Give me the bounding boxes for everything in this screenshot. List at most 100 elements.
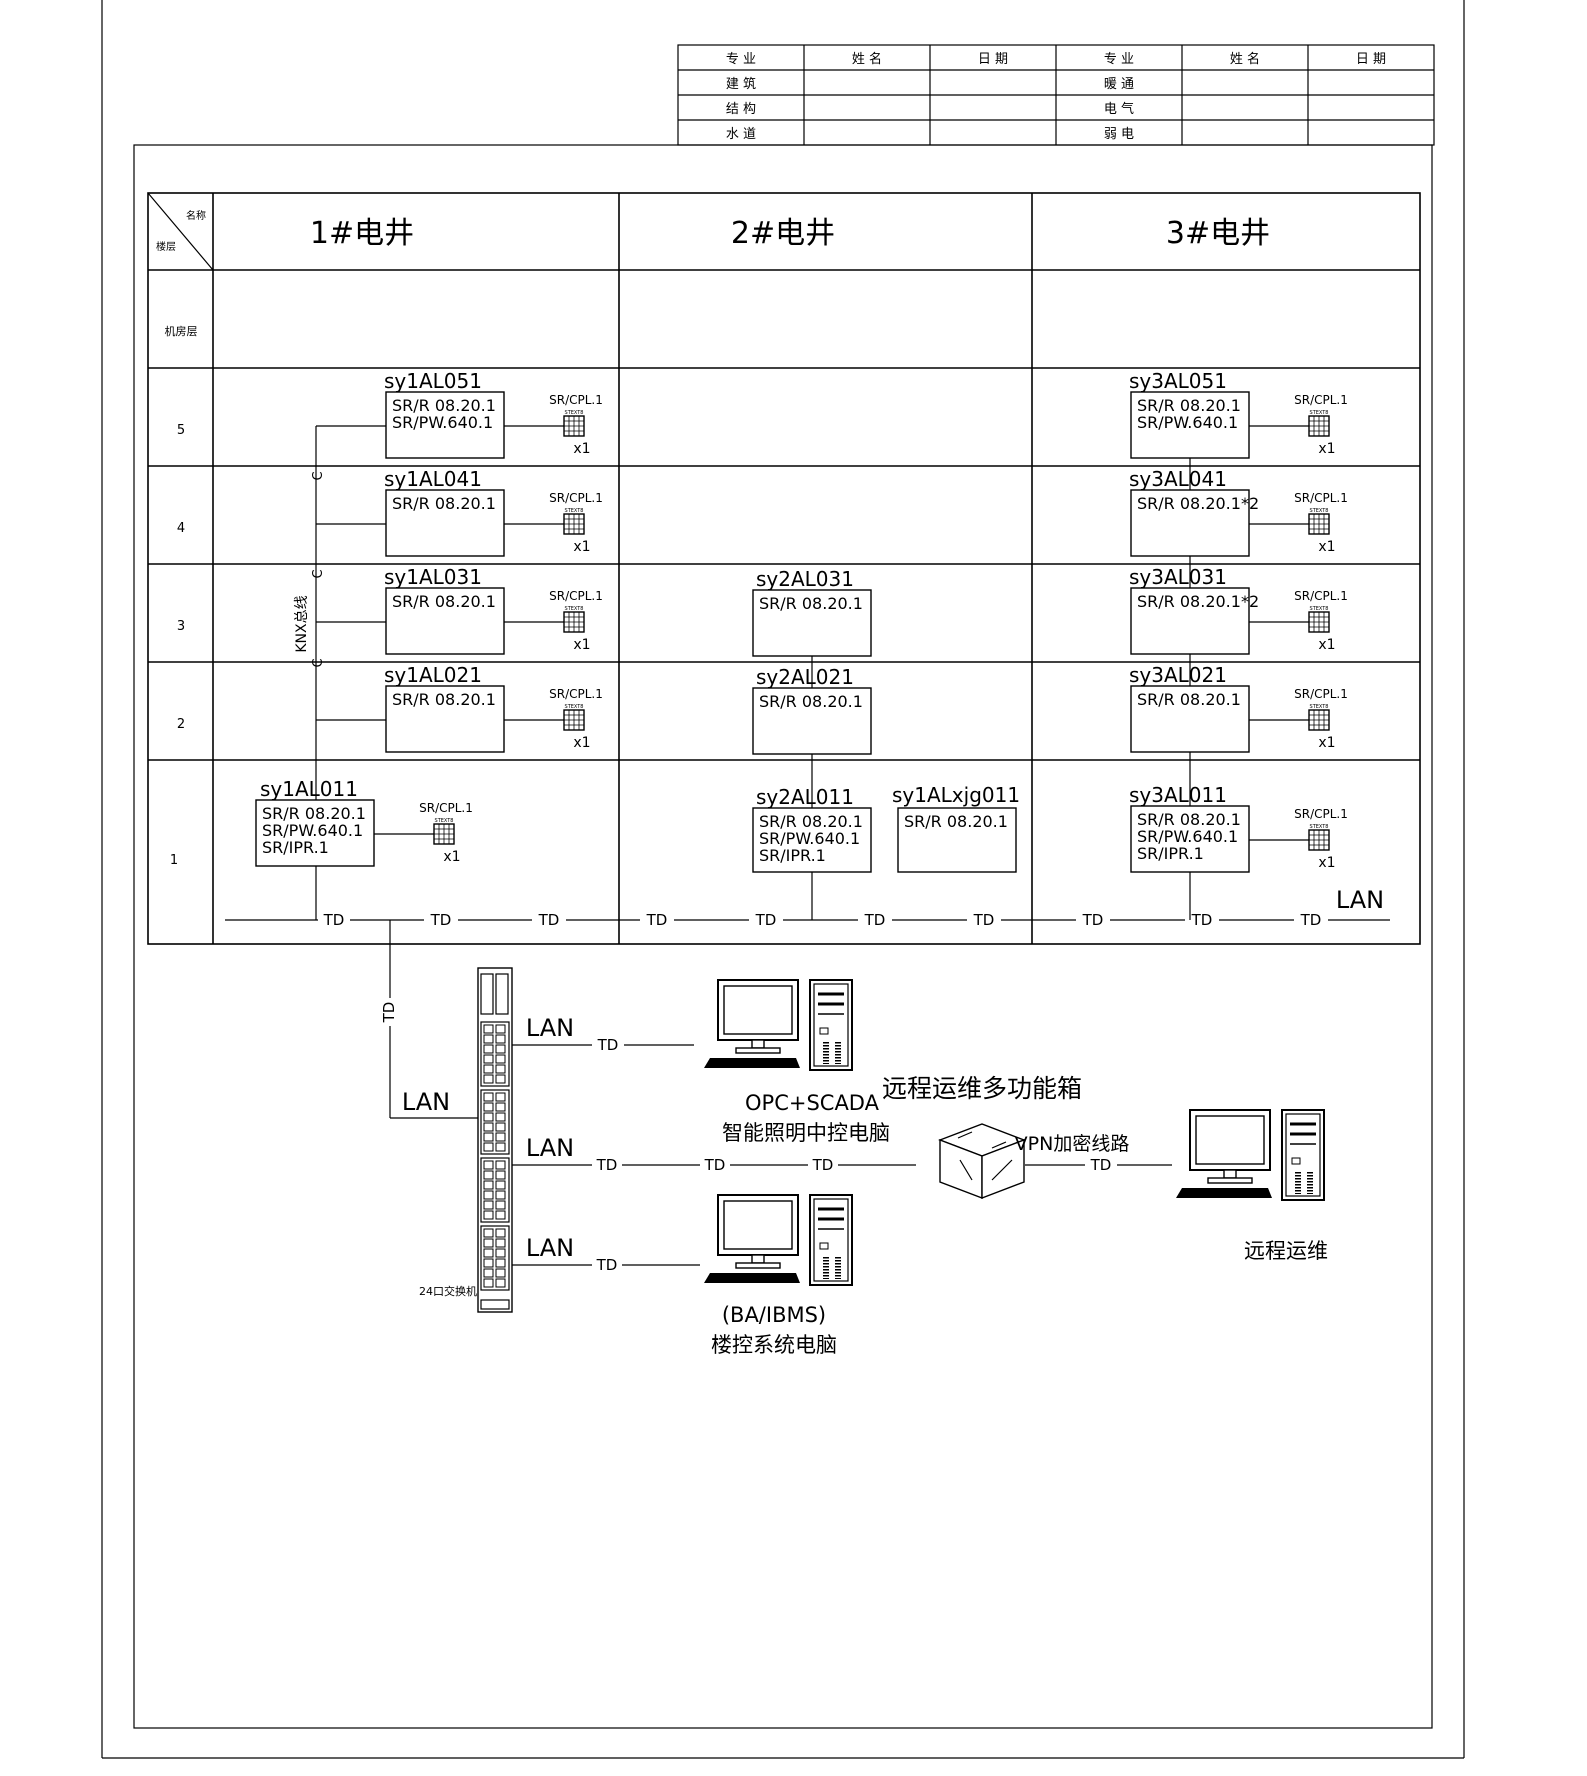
cpl-sub: STEXT8 [1310,606,1329,612]
table-headers: 名称 楼层 1#电井 2#电井 3#电井 机房层 5 4 3 2 1 [156,209,1270,868]
device-link-labels: LAN TD LAN TD TD TD LAN TD TD [526,1014,1112,1274]
switch-port [483,1044,494,1054]
coupler-label: C [311,471,326,480]
cpl-qty: x1 [573,637,590,653]
cpl-sub: STEXT8 [1310,410,1329,416]
remote-ops-box: 远程运维多功能箱 VPN加密线路 [882,1074,1129,1200]
cpl-model: SR/CPL.1 [549,687,603,701]
td-label: TD [812,1156,834,1174]
panel-box [1130,391,1250,459]
switch-port [483,1092,494,1102]
coupler-label: C [311,569,326,578]
title-block-cell: 姓 名 [852,51,882,67]
switch-port [495,1210,506,1220]
title-block-cell: 暖 通 [1104,77,1134,92]
panel-box [1130,489,1250,557]
corner-label-name: 名称 [186,209,206,222]
title-block-cell: 日 期 [978,52,1008,67]
panel-device-model: SR/R 08.20.1 [262,804,366,823]
switch-port [495,1268,506,1278]
switch-port [483,1142,494,1152]
cpl-qty: x1 [1318,539,1335,555]
panel-box [385,587,505,655]
cpl-qty: x1 [573,735,590,751]
cpl-sub: STEXT8 [565,704,584,710]
panel-box [1130,805,1250,873]
panel-device-model: SR/R 08.20.1 [1137,810,1241,829]
switch-port [483,1278,494,1288]
switch-port [495,1190,506,1200]
panel-id: sy2AL011 [756,785,854,809]
cpl-qty: x1 [573,539,590,555]
title-block-cell: 水 道 [726,127,756,142]
switch-label: 24口交换机 [419,1284,477,1298]
panel-id: sy1AL051 [384,369,482,393]
column-header-shaft-1: 1#电井 [310,216,414,251]
cpl-sub: STEXT8 [1310,824,1329,830]
switch-port [495,1278,506,1288]
panel-id: sy1AL041 [384,467,482,491]
title-block-cell: 结 构 [726,102,756,117]
switch-port [495,1200,506,1210]
switch-port [495,1170,506,1180]
panel-box [1130,685,1250,753]
opc-label-line1: OPC+SCADA [745,1091,880,1115]
panel-device-model: SR/PW.640.1 [1137,827,1238,846]
panel-device-model: SR/R 08.20.1 [392,494,496,513]
switch-port [483,1238,494,1248]
switch-port [483,1074,494,1084]
panel-id: sy1ALxjg011 [892,783,1020,807]
panel-device-model: SR/R 08.20.1 [759,692,863,711]
switch-port [483,1034,494,1044]
panel-box [385,685,505,753]
switch-port [495,1064,506,1074]
cpl-sub: STEXT8 [1310,508,1329,514]
column-header-shaft-3: 3#电井 [1166,216,1270,251]
lan-label: LAN [526,1134,574,1162]
cpl-sub: STEXT8 [435,818,454,824]
lan-label: LAN [526,1234,574,1262]
ba-label-line1: (BA/IBMS) [722,1303,826,1327]
panel-id: sy3AL041 [1129,467,1227,491]
panel-device-model: SR/IPR.1 [262,838,329,857]
cpl-model: SR/CPL.1 [419,801,473,815]
td-label: TD [1300,911,1322,929]
switch-port [483,1112,494,1122]
panel-device-model: SR/R 08.20.1 [392,396,496,415]
switch-port [495,1074,506,1084]
title-block-cell: 建 筑 [726,76,756,92]
switch-port [495,1044,506,1054]
td-label: TD [538,911,560,929]
cpl-model: SR/CPL.1 [1294,589,1348,603]
cpl-qty: x1 [1318,441,1335,457]
switch-port [495,1248,506,1258]
cpl-sub: STEXT8 [1310,704,1329,710]
panel-box [385,391,505,459]
cpl-sub: STEXT8 [565,508,584,514]
switch-port [495,1102,506,1112]
switch-port [483,1268,494,1278]
switch-port [495,1258,506,1268]
remote-ops-label: 远程运维 [1244,1239,1328,1263]
switch-port [495,1228,506,1238]
panel-device-model: SR/R 08.20.1 [1137,396,1241,415]
cpl-qty: x1 [573,441,590,457]
floor-label-1: 1 [170,853,178,868]
ba-label-line2: 楼控系统电脑 [711,1333,837,1357]
td-label: TD [704,1156,726,1174]
panel-device-model: SR/R 08.20.1 [904,812,1008,831]
panel-id: sy3AL011 [1129,783,1227,807]
switch-port [495,1142,506,1152]
cpl-model: SR/CPL.1 [1294,687,1348,701]
panel-device-model: SR/R 08.20.1*2 [1137,494,1259,513]
cpl-model: SR/CPL.1 [549,491,603,505]
